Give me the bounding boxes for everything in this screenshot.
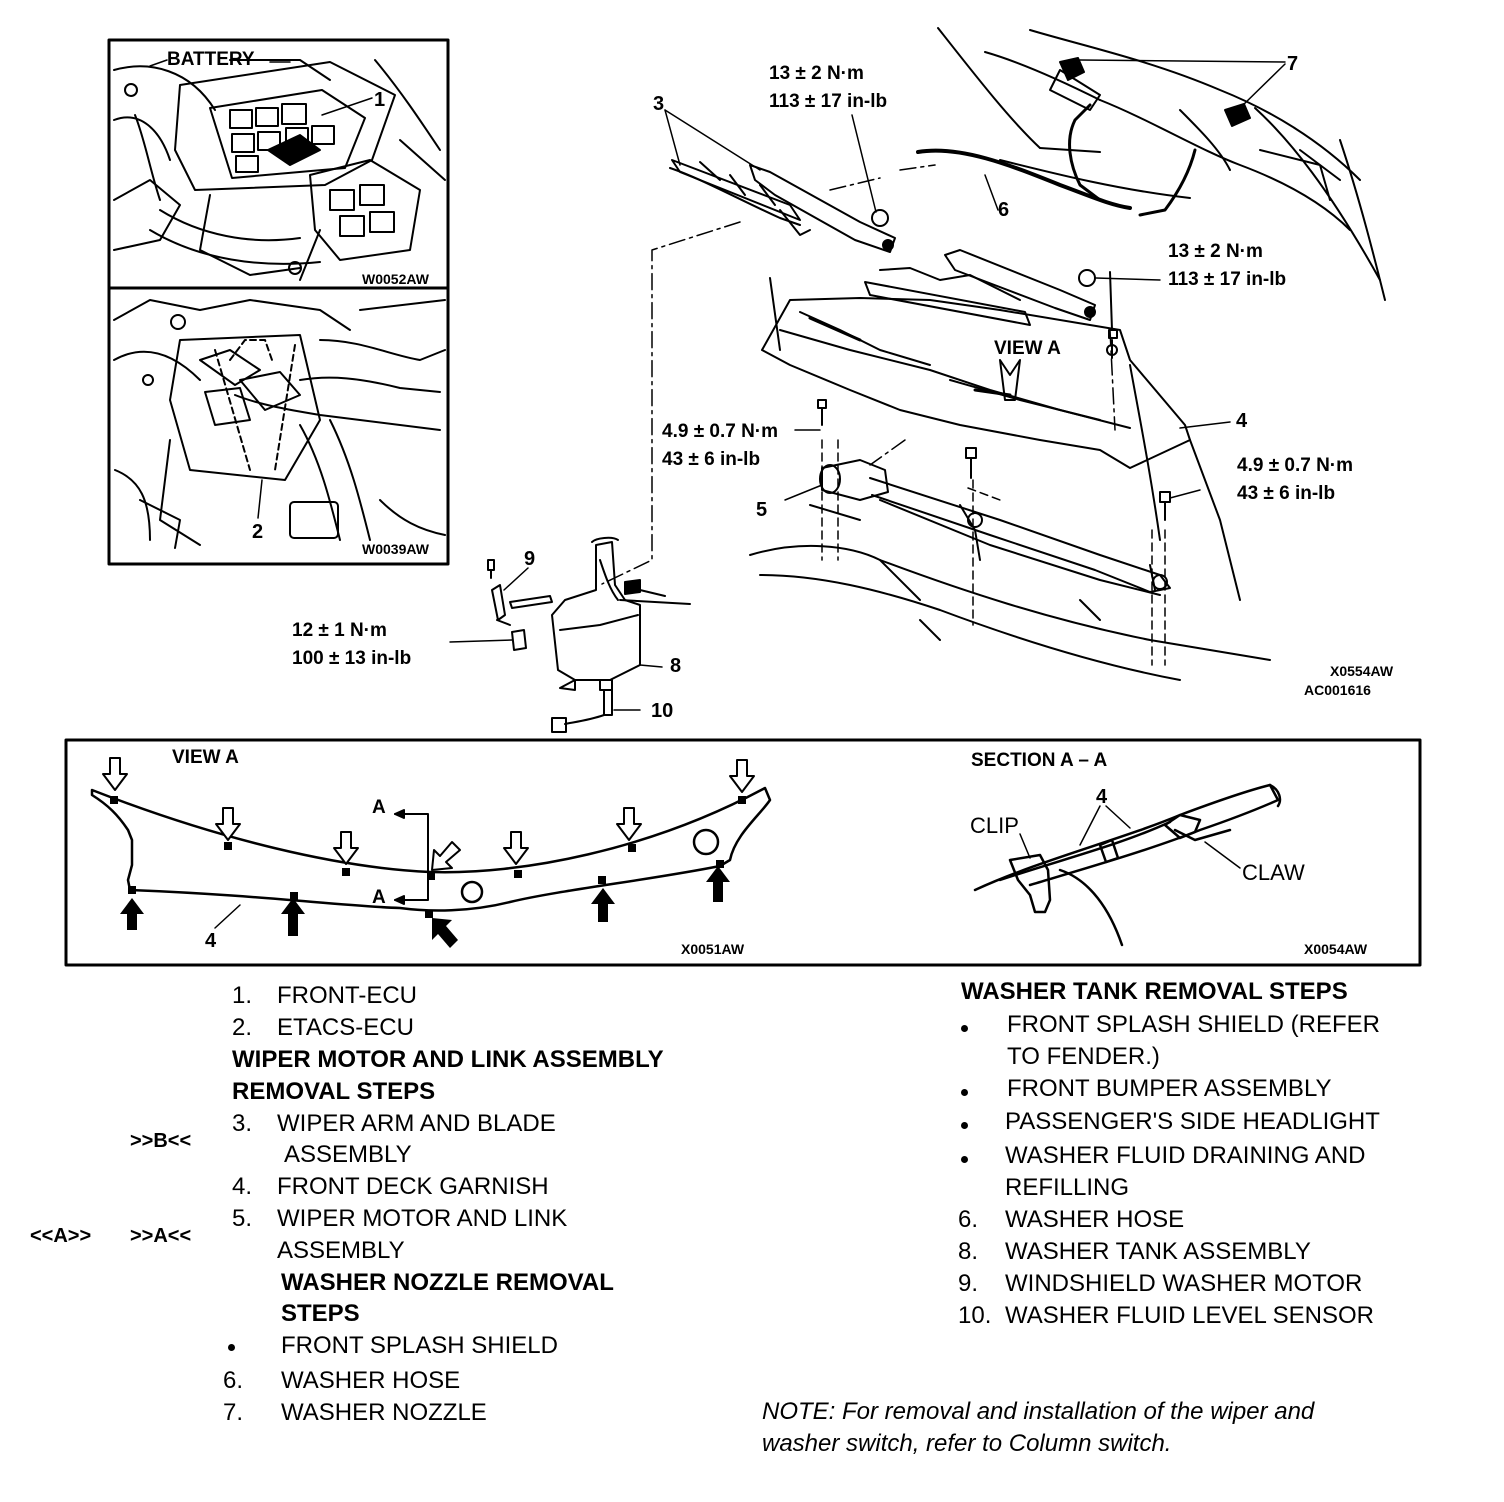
callout-5: 5: [756, 499, 768, 521]
wiper-motor-link: [819, 459, 1171, 596]
step-text: WASHER FLUID LEVEL SENSOR: [1005, 1302, 1374, 1329]
step-text: FRONT-ECU: [277, 982, 417, 1009]
washer-motor: [487, 559, 553, 626]
body-panel-lower: [749, 364, 1271, 681]
step-text: FRONT DECK GARNISH: [277, 1173, 549, 1200]
step-number: 10.: [958, 1302, 992, 1329]
view-a-panel-frame: [64, 738, 1422, 967]
section-mark-top: A: [372, 797, 386, 818]
step-text: WASHER HOSE: [281, 1367, 461, 1394]
section-heading: STEPS: [281, 1300, 360, 1327]
view-a-callout-4: 4: [205, 930, 217, 952]
section-heading: WASHER NOZZLE REMOVAL: [281, 1269, 614, 1296]
callout-10: 10: [651, 700, 674, 722]
step-marker: <<A>>: [30, 1225, 92, 1247]
step-text: REFILLING: [1005, 1174, 1130, 1201]
step-number: 7.: [223, 1399, 244, 1426]
inset-bottom-art: [113, 299, 446, 549]
view-a-garnish: [90, 786, 772, 912]
step-number: 5.: [232, 1205, 253, 1232]
bullet: [961, 1089, 968, 1096]
step-number: 2.: [232, 1014, 253, 1041]
step-number: 9.: [958, 1270, 979, 1297]
wiper-arm-right: [864, 249, 1096, 326]
step-text: WASHER TANK ASSEMBLY: [1005, 1238, 1311, 1265]
level-sensor: [551, 679, 613, 733]
inset-top-frame: [107, 38, 450, 290]
callout-7: 7: [1287, 53, 1299, 75]
washer-hose: [916, 148, 1132, 210]
step-text: PASSENGER'S SIDE HEADLIGHT: [1005, 1108, 1380, 1135]
battery-label: BATTERY: [167, 49, 255, 70]
clip-label: CLIP: [970, 813, 1019, 838]
note-line: NOTE: For removal and installation of th…: [762, 1398, 1315, 1425]
step-number: 8.: [958, 1238, 979, 1265]
step-text: FRONT SPLASH SHIELD (REFER: [1007, 1011, 1380, 1038]
step-text: WASHER NOZZLE: [281, 1399, 487, 1426]
section-mark-bottom: A: [372, 887, 386, 908]
step-text: FRONT SPLASH SHIELD: [281, 1332, 558, 1359]
step-text: ASSEMBLY: [277, 1237, 405, 1264]
bullet: [961, 1156, 968, 1163]
step-marker: >>B<<: [130, 1130, 192, 1152]
figure-code-w0052aw: W0052AW: [362, 271, 429, 287]
step-number: 1.: [232, 982, 253, 1009]
deck-garnish: [761, 271, 1191, 469]
figure-code-x0051aw: X0051AW: [681, 941, 745, 957]
section-heading: REMOVAL STEPS: [232, 1078, 436, 1105]
section-callout-4: 4: [1096, 786, 1108, 808]
step-text: WASHER FLUID DRAINING AND: [1005, 1142, 1366, 1169]
bullet: [961, 1025, 968, 1032]
callout-3: 3: [653, 93, 665, 115]
claw-label: CLAW: [1242, 860, 1305, 885]
figure-code-w0039aw: W0039AW: [362, 541, 429, 557]
callout-9: 9: [524, 548, 536, 570]
callout-8: 8: [670, 655, 682, 677]
view-a-title: VIEW A: [172, 747, 239, 768]
step-text: WIPER ARM AND BLADE: [277, 1110, 556, 1137]
step-number: 6.: [223, 1367, 244, 1394]
step-text: ETACS-ECU: [277, 1014, 414, 1041]
inset-top-art: [113, 59, 446, 281]
callout-2: 2: [252, 521, 264, 543]
section-a-a-title: SECTION A – A: [971, 750, 1108, 771]
step-text: WINDSHIELD WASHER MOTOR: [1005, 1270, 1363, 1297]
step-text: WIPER MOTOR AND LINK: [277, 1205, 568, 1232]
step-text: ASSEMBLY: [284, 1141, 412, 1168]
view-a-indicator: VIEW A: [994, 338, 1061, 359]
step-text: FRONT BUMPER ASSEMBLY: [1007, 1075, 1332, 1102]
figure-code-x0554aw: X0554AW: [1330, 663, 1394, 679]
section-heading: WASHER TANK REMOVAL STEPS: [961, 978, 1348, 1005]
wiper-arm-left: [669, 159, 896, 253]
note-text: NOTE: For removal and installation of th…: [762, 1396, 1314, 1460]
callout-1: 1: [374, 89, 386, 111]
section-heading: WIPER MOTOR AND LINK ASSEMBLY: [232, 1046, 664, 1073]
step-marker: >>A<<: [130, 1225, 192, 1247]
inset-bottom-frame: [107, 286, 450, 566]
step-text: TO FENDER.): [1007, 1043, 1160, 1070]
note-line: washer switch, refer to Column switch.: [762, 1430, 1172, 1457]
callout-6: 6: [998, 199, 1010, 221]
step-number: 4.: [232, 1173, 253, 1200]
section-a-a-art: [973, 783, 1282, 947]
step-number: 6.: [958, 1206, 979, 1233]
step-text: WASHER HOSE: [1005, 1206, 1185, 1233]
callout-4: 4: [1236, 410, 1248, 432]
step-number: 3.: [232, 1110, 253, 1137]
bullet: [961, 1122, 968, 1129]
figure-code-x0054aw: X0054AW: [1304, 941, 1368, 957]
bullet: [228, 1344, 235, 1351]
figure-code-ac001616: AC001616: [1304, 682, 1371, 698]
